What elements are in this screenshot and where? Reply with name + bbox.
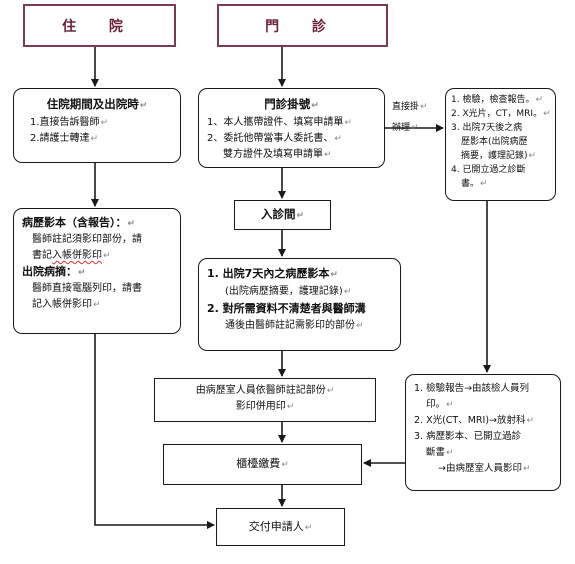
routing-line-1-cont: 印。↵ <box>426 399 454 410</box>
direct-item-4-cont: 書。↵ <box>461 179 488 189</box>
outpatient-header-label: 門 診 <box>265 18 340 35</box>
routing-line-3: 3. 病歷影本、已開立過診 <box>414 431 522 442</box>
payment-label: 櫃檯繳費↵ <box>236 457 289 470</box>
payment-box: 櫃檯繳費↵ <box>163 444 362 485</box>
record-copy-title: 病歷影本（含報告）：↵ <box>22 216 136 229</box>
inpatient-discharge-title: 住院期間及出院時↵ <box>46 97 148 111</box>
direct-items-box: 1. 檢驗，檢查報告。↵ 2. X光片，CT，MRI。↵ 3. 出院7天後之病 … <box>445 88 556 201</box>
clinic-detail-line-3: 2. 對所需資料不清楚者與醫師溝 <box>207 302 366 315</box>
registration-title: 門診掛號↵ <box>264 97 319 111</box>
routing-line-1: 1. 檢驗報告→由該檢人員列 <box>414 383 530 394</box>
staff-copy-line-1: 由病歷室人員依醫師註記部份↵ <box>195 385 335 396</box>
inpatient-line-2: 2.請護士轉達↵ <box>30 133 99 144</box>
direct-item-3: 3. 出院7天後之病 <box>451 123 523 133</box>
record-copy-box: 病歷影本（含報告）：↵ 醫師註記須影印部份，請 書記入帳併影印↵ 出院病摘：↵ … <box>13 208 181 334</box>
outpatient-header: 門 診 <box>217 4 388 47</box>
inpatient-discharge-box: 住院期間及出院時↵ 1.直接告訴醫師↵ 2.請護士轉達↵ <box>13 88 181 163</box>
clinic-detail-line-2: (出院病歷摘要，護理記錄)↵ <box>225 286 352 297</box>
clinic-detail-box: 1. 出院7天內之病歷影本↵ (出院病歷摘要，護理記錄)↵ 2. 對所需資料不清… <box>198 258 401 351</box>
direct-item-3-cont-2: 摘要，護理記錄)↵ <box>461 151 537 161</box>
delivery-box: 交付申請人↵ <box>216 508 345 546</box>
clinic-detail-line-1: 1. 出院7天內之病歷影本↵ <box>207 267 338 280</box>
inpatient-header: 住 院 <box>23 4 176 47</box>
record-copy-line-1: 醫師註記須影印部份，請 <box>32 234 142 245</box>
direct-item-4: 4. 已開立過之診斷 <box>451 165 526 175</box>
discharge-summary-line-1: 醫師直接電腦列印，請書 <box>32 283 142 294</box>
direct-item-1: 1. 檢驗，檢查報告。↵ <box>451 95 543 105</box>
routing-line-3-cont: 斷書↵ <box>426 447 454 458</box>
arrow-record-copy-to-delivery <box>94 334 215 529</box>
direct-registration-note-line-2: 辦理↵ <box>392 123 419 133</box>
registration-line-2: 2、委託他帶當事人委託書、↵ <box>207 133 342 144</box>
inpatient-line-1: 1.直接告訴醫師↵ <box>30 117 109 128</box>
routing-line-4: →由病歷室人員影印↵ <box>438 463 531 474</box>
routing-line-2: 2. X光(CT、MRI)→放射科↵ <box>414 415 535 426</box>
staff-copy-box: 由病歷室人員依醫師註記部份↵ 影印併用印↵ <box>154 378 376 422</box>
clinic-detail-line-4: 通後由醫師註記需影印的部份↵ <box>225 320 364 331</box>
record-copy-line-2: 書記入帳併影印↵ <box>32 250 111 261</box>
delivery-label: 交付申請人↵ <box>248 519 313 533</box>
discharge-summary-subtitle: 出院病摘：↵ <box>22 265 86 278</box>
outpatient-registration-box: 門診掛號↵ 1、本人攜帶證件、填寫申請單↵ 2、委託他帶當事人委託書、↵ 雙方證… <box>198 88 385 168</box>
record-copy-wavy-text: 入帳併影印 <box>52 250 102 261</box>
registration-line-3: 雙方證件及填寫申請單↵ <box>223 149 332 160</box>
direct-registration-note-line-1: 直接掛↵ <box>392 102 428 112</box>
inpatient-header-label: 住 院 <box>62 18 137 35</box>
staff-copy-line-2: 影印併用印↵ <box>235 401 295 412</box>
direct-item-3-cont-1: 歷影本(出院病歷 <box>461 137 528 147</box>
clinic-box: 入診間↵ <box>234 200 331 230</box>
clinic-label: 入診間↵ <box>260 207 305 221</box>
direct-registration-note: 直接掛↵ 辦理↵ <box>392 100 428 136</box>
registration-line-1: 1、本人攜帶證件、填寫申請單↵ <box>207 117 352 128</box>
discharge-summary-line-2: 記入帳併影印↵ <box>32 299 101 310</box>
direct-item-2: 2. X光片，CT，MRI。↵ <box>451 109 551 119</box>
routing-box: 1. 檢驗報告→由該檢人員列 印。↵ 2. X光(CT、MRI)→放射科↵ 3.… <box>405 374 561 491</box>
